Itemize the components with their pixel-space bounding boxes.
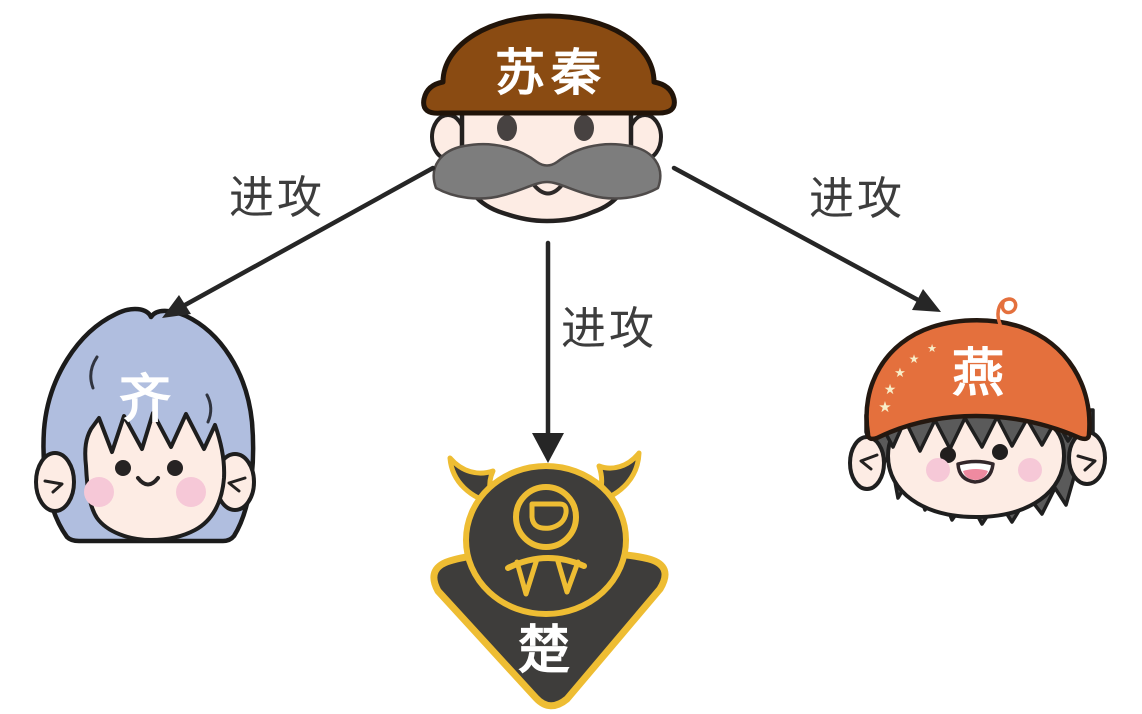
yan-left-ear-mark [859,453,879,471]
suqin-right-eye [574,115,594,141]
yan-left-ear [848,435,886,491]
star-icon: ★ [884,382,897,398]
arrowhead-icon [912,289,941,312]
qi-left-ear-mark [43,479,64,494]
yan-avatar: ★ ★ ★ ★ ★ 燕 [848,297,1107,526]
star-icon: ★ [878,398,891,416]
qi-right-eye [167,460,183,476]
attack-edges: 进攻 进攻 进攻 [162,165,941,463]
yan-tongue [963,469,988,480]
star-icon: ★ [909,352,920,366]
qi-smile [136,476,160,487]
yan-left-eye [940,447,956,463]
chu-head [463,463,629,617]
suqin-hat [421,13,677,116]
yan-cap-curl [996,297,1018,326]
arrow-suqin-to-qi: 进攻 [162,165,436,318]
qi-hair-stroke-right [205,393,213,424]
chu-monster-avatar: 楚 [430,450,669,710]
yan-right-eye [992,444,1008,460]
star-icon: ★ [894,366,906,381]
yan-right-ear-mark [1076,454,1097,472]
qi-avatar: 齐 [34,306,256,544]
edge-label-yan: 进攻 [809,172,905,225]
arrowhead-icon [162,295,191,318]
yan-left-cheek [926,458,950,482]
arrow-suqin-to-chu: 进攻 [532,240,657,463]
arrow-line [182,165,436,308]
edge-label-qi: 进攻 [229,171,325,224]
suqin-smile [532,183,564,196]
arrowhead-icon [532,433,564,463]
chu-eye-ring [513,484,579,550]
chu-label: 楚 [518,621,570,681]
arrow-suqin-to-yan: 进攻 [671,165,941,312]
qi-right-ear-mark [227,476,247,493]
suqin-avatar: 苏秦 [421,13,677,224]
yan-cap [864,318,1092,442]
qi-left-eye [115,460,131,476]
yan-label: 燕 [952,344,1004,404]
qi-face [83,411,227,542]
qi-right-cheek [176,477,206,507]
suqin-mustache [432,142,662,200]
qi-hair-stroke-left [89,355,99,390]
arrow-line [671,165,921,303]
edge-label-chu: 进攻 [561,302,657,355]
suqin-left-eye [497,115,517,141]
yan-right-cheek [1018,458,1042,482]
chu-left-fang [514,556,540,597]
suqin-label: 苏秦 [495,44,607,102]
chu-right-fang [554,555,581,595]
qi-label: 齐 [119,370,171,430]
star-icon: ★ [927,342,937,355]
qi-left-cheek [84,477,114,507]
chu-eye-pupil-mark [529,501,569,531]
